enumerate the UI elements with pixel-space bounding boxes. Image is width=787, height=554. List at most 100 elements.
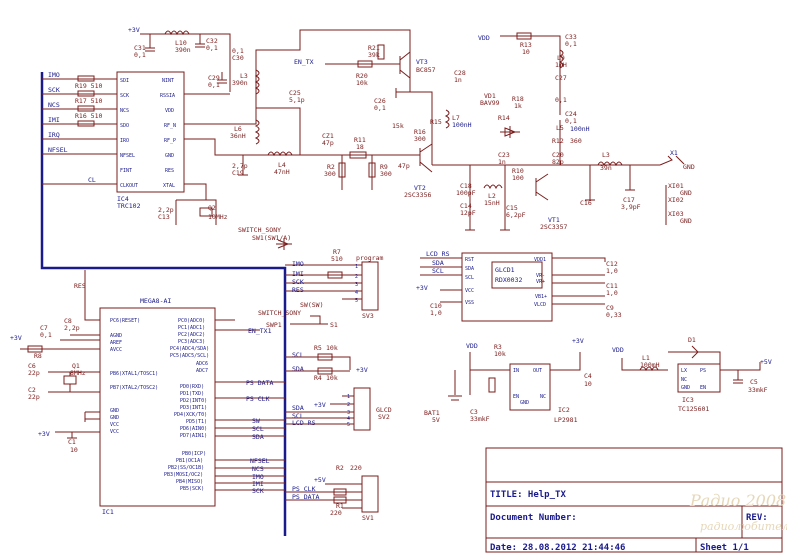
svg-text:PC4(ADC4/SDA): PC4(ADC4/SDA): [170, 346, 209, 352]
svg-text:R15: R15: [430, 118, 442, 126]
svg-text:X1: X1: [670, 149, 678, 157]
svg-text:33mkF: 33mkF: [748, 386, 768, 394]
svg-text:390n: 390n: [175, 46, 191, 54]
svg-text:PC5(ADC5/SCL): PC5(ADC5/SCL): [170, 353, 209, 359]
svg-text:Q1: Q1: [72, 362, 80, 370]
svg-text:+5V: +5V: [314, 476, 326, 484]
switch-sony-top: SWITCH_SONY SW1(SW1/A): [238, 226, 292, 250]
svg-text:PD1(TXD): PD1(TXD): [180, 391, 204, 397]
svg-text:3: 3: [347, 410, 350, 416]
svg-text:C4: C4: [584, 372, 592, 380]
svg-text:VR-: VR-: [536, 273, 545, 279]
svg-text:+3V: +3V: [356, 366, 368, 374]
svg-text:PC2(ADC2): PC2(ADC2): [178, 332, 205, 338]
svg-text:SCL: SCL: [252, 425, 264, 433]
svg-text:C6: C6: [28, 362, 36, 370]
svg-text:PC0(ADC0): PC0(ADC0): [178, 318, 205, 324]
svg-text:5: 5: [347, 422, 350, 428]
svg-text:15k: 15k: [392, 122, 404, 130]
svg-text:VR+: VR+: [536, 279, 545, 285]
svg-text:FINT: FINT: [120, 168, 132, 174]
svg-text:OUT: OUT: [533, 368, 542, 374]
svg-text:R9: R9: [380, 163, 388, 171]
svg-text:SDA: SDA: [432, 259, 444, 267]
svg-text:SCL: SCL: [432, 267, 444, 275]
glcd-chip: GLCD1 RDX0032 RST SDA SCL VCC VSS VDD1 V…: [416, 250, 622, 322]
svg-text:1k: 1k: [514, 102, 522, 110]
svg-text:100nH: 100nH: [570, 125, 590, 133]
svg-text:C2: C2: [28, 386, 36, 394]
svg-text:2: 2: [355, 274, 358, 280]
svg-text:100: 100: [512, 174, 524, 182]
glcd-part: RDX0032: [495, 276, 522, 284]
vt2-transistor: VT2 2SC3356: [404, 143, 433, 199]
svg-text:RES: RES: [74, 282, 86, 290]
svg-text:100mH: 100mH: [640, 361, 660, 369]
svg-text:PD4(XCK/T0): PD4(XCK/T0): [174, 412, 207, 418]
svg-text:VB1+: VB1+: [535, 294, 547, 300]
svg-text:IRO: IRO: [120, 138, 129, 144]
svg-text:PB7(XTAL2/TOSC2): PB7(XTAL2/TOSC2): [110, 385, 158, 391]
svg-text:R13: R13: [520, 41, 532, 49]
svg-text:EN_TX: EN_TX: [294, 58, 314, 66]
trc-name: TRC102: [117, 202, 141, 210]
svg-text:R7: R7: [333, 248, 341, 256]
svg-text:NINT: NINT: [162, 78, 174, 84]
svg-text:R5: R5: [314, 344, 322, 352]
svg-text:+3V: +3V: [572, 337, 584, 345]
svg-text:IRQ: IRQ: [48, 131, 60, 139]
svg-text:GND: GND: [110, 408, 119, 414]
svg-text:SV2: SV2: [378, 413, 390, 421]
svg-text:3,9pF: 3,9pF: [621, 203, 641, 211]
svg-text:IC2: IC2: [558, 406, 570, 414]
svg-text:360: 360: [570, 137, 582, 145]
svg-text:VDD1: VDD1: [534, 257, 546, 263]
svg-text:GND: GND: [680, 217, 692, 225]
svg-text:PD0(RXD): PD0(RXD): [180, 384, 204, 390]
svg-text:CZ1: CZ1: [322, 132, 334, 140]
svg-text:SW1(SW1/A): SW1(SW1/A): [252, 234, 291, 242]
svg-text:5,1p: 5,1p: [289, 96, 305, 104]
svg-text:SCK: SCK: [252, 487, 264, 495]
svg-text:8MHz: 8MHz: [70, 369, 86, 377]
svg-text:SWP1: SWP1: [266, 321, 282, 329]
svg-text:C31: C31: [134, 44, 146, 52]
svg-text:NCS: NCS: [252, 465, 264, 473]
svg-text:VDD: VDD: [466, 342, 478, 350]
svg-text:PC3(ADC3): PC3(ADC3): [178, 339, 205, 345]
svg-text:C18: C18: [460, 182, 472, 190]
svg-text:15nH: 15nH: [484, 199, 500, 207]
trc-ref: IC4: [117, 195, 129, 203]
svg-text:L7: L7: [452, 114, 460, 122]
svg-text:PS DATA: PS DATA: [292, 493, 319, 501]
svg-text:LCD RS: LCD RS: [426, 250, 450, 258]
svg-text:10k: 10k: [326, 344, 338, 352]
svg-text:VCC: VCC: [110, 429, 119, 435]
svg-text:L9: L9: [557, 54, 565, 62]
svg-text:SDA: SDA: [252, 433, 264, 441]
svg-text:C30: C30: [232, 54, 244, 62]
svg-text:RSSIA: RSSIA: [160, 93, 175, 99]
svg-text:VCC: VCC: [110, 422, 119, 428]
svg-text:47nH: 47nH: [274, 168, 290, 176]
svg-text:VT3: VT3: [416, 58, 428, 66]
svg-text:+3V: +3V: [38, 430, 50, 438]
svg-text:47p: 47p: [398, 162, 410, 170]
svg-text:SDI: SDI: [120, 78, 129, 84]
svg-text:1,0: 1,0: [606, 289, 618, 297]
svg-text:SCK: SCK: [292, 278, 304, 286]
svg-text:1: 1: [355, 264, 358, 270]
svg-text:5: 5: [355, 298, 358, 304]
svg-text:R21: R21: [368, 44, 380, 52]
svg-text:R3: R3: [494, 343, 502, 351]
svg-text:PS CLK: PS CLK: [292, 485, 316, 493]
svg-text:RF_N: RF_N: [164, 123, 176, 129]
svg-text:22p: 22p: [28, 393, 40, 401]
svg-text:1n: 1n: [498, 158, 506, 166]
svg-text:SW: SW: [252, 417, 260, 425]
svg-text:1n: 1n: [454, 76, 462, 84]
svg-text:GND: GND: [681, 385, 690, 391]
